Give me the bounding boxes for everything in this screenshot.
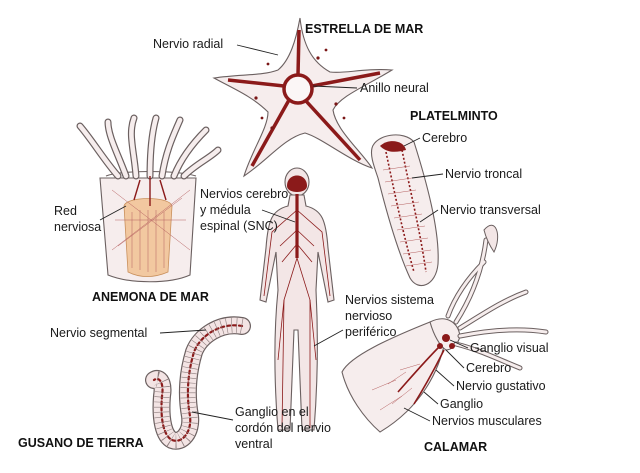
gustatory-nerve-label: Nervio gustativo bbox=[456, 379, 546, 393]
transverse-nerve-leader bbox=[419, 209, 439, 223]
earthworm-illustration bbox=[145, 316, 251, 450]
transverse-nerve-label: Nervio transversal bbox=[440, 203, 541, 217]
visual-ganglion-label: Ganglio visual bbox=[470, 341, 549, 355]
ganglion-leader bbox=[423, 391, 439, 405]
nerve-net-label-line1: Red bbox=[54, 204, 77, 218]
ventral-ganglion-label-line1: Ganglio en el bbox=[235, 405, 309, 419]
muscular-nerves-label: Nervios musculares bbox=[432, 414, 542, 428]
pns-label-line3: periférico bbox=[345, 325, 396, 339]
segmental-nerve-leader bbox=[159, 329, 207, 334]
starfish-illustration bbox=[212, 17, 394, 178]
squid-brain-label: Cerebro bbox=[466, 361, 511, 375]
squid-brain-leader bbox=[445, 349, 465, 369]
radial-nerve-leader bbox=[236, 44, 279, 56]
nerve-net-leader bbox=[99, 205, 127, 221]
anemone-illustration bbox=[76, 114, 222, 283]
cns-label-line3: espinal (SNC) bbox=[200, 219, 278, 233]
cns-leader bbox=[261, 209, 296, 223]
visual-ganglion-leader bbox=[449, 339, 469, 349]
starfish-title: ESTRELLA DE MAR bbox=[305, 22, 423, 36]
nerve-ring-label: Anillo neural bbox=[360, 81, 429, 95]
trunk-nerve-label: Nervio troncal bbox=[445, 167, 522, 181]
squid-illustration bbox=[341, 224, 549, 433]
pns-label-line1: Nervios sistema bbox=[345, 293, 434, 307]
cns-label-line2: y médula bbox=[200, 203, 251, 217]
segmental-nerve-label: Nervio segmental bbox=[50, 326, 147, 340]
radial-nerve-label: Nervio radial bbox=[153, 37, 223, 51]
flatworm-illustration bbox=[370, 134, 439, 287]
nerve-ring-leader bbox=[312, 85, 358, 89]
pns-leader bbox=[313, 329, 344, 347]
squid-title: CALAMAR bbox=[424, 440, 487, 454]
muscular-nerves-leader bbox=[403, 407, 431, 422]
earthworm-title: GUSANO DE TIERRA bbox=[18, 436, 144, 450]
flatworm-brain-label: Cerebro bbox=[422, 131, 467, 145]
flatworm-title: PLATELMINTO bbox=[410, 109, 498, 123]
cns-label-line1: Nervios cerebro bbox=[200, 187, 288, 201]
gustatory-nerve-leader bbox=[435, 369, 455, 387]
ventral-ganglion-label-line2: cordón del nervio bbox=[235, 421, 331, 435]
ganglion-label: Ganglio bbox=[440, 397, 483, 411]
flatworm-brain-leader bbox=[403, 137, 421, 147]
ventral-ganglion-leader bbox=[191, 411, 234, 421]
human-illustration bbox=[259, 167, 335, 431]
ventral-ganglion-label-line3: ventral bbox=[235, 437, 273, 451]
anemone-title: ANEMONA DE MAR bbox=[92, 290, 209, 304]
nerve-net-label-line2: nerviosa bbox=[54, 220, 101, 234]
trunk-nerve-leader bbox=[411, 173, 444, 179]
pns-label-line2: nervioso bbox=[345, 309, 392, 323]
